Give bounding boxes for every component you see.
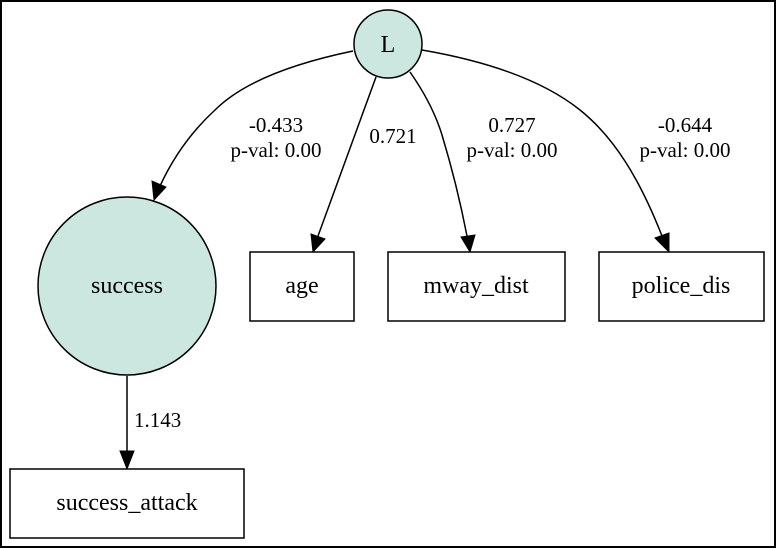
edge-l-age: 0.721 (310, 76, 417, 254)
edge-pval-label: p-val: 0.00 (640, 138, 731, 162)
edge-coef-label: -0.644 (658, 113, 713, 137)
node-success-attack: success_attack (9, 468, 245, 539)
node-label: success_attack (56, 490, 197, 516)
observed-box (387, 251, 566, 322)
node-age: age (249, 251, 355, 322)
edge-coef-label: 0.727 (488, 113, 535, 137)
node-police-dis: police_dis (598, 251, 765, 322)
node-mway-dist: mway_dist (387, 251, 566, 322)
node-label: police_dis (632, 273, 731, 299)
node-success: success (37, 196, 217, 376)
edge-success-success-attack: 1.143 (119, 376, 181, 471)
arrowhead (460, 234, 476, 254)
arrowhead (151, 180, 167, 202)
node-label: age (285, 273, 318, 299)
observed-box (249, 251, 355, 322)
arrowhead (310, 233, 326, 254)
edge-l-mway-dist: 0.727 p-val: 0.00 (409, 71, 558, 254)
latent-circle (37, 196, 217, 376)
edge-pval-label: p-val: 0.00 (467, 138, 558, 162)
edge-coef-label: 1.143 (134, 408, 181, 432)
arrowhead (654, 232, 670, 254)
observed-box (9, 468, 245, 539)
edge-coef-label: -0.433 (249, 113, 303, 137)
node-label: mway_dist (423, 273, 529, 299)
edge-pval-label: p-val: 0.00 (231, 138, 322, 162)
edge-l-success: -0.433 p-val: 0.00 (151, 50, 354, 202)
node-label: success (91, 273, 163, 299)
node-label: L (381, 32, 396, 58)
observed-box (598, 251, 765, 322)
edge-coef-label: 0.721 (369, 124, 416, 148)
node-l: L (353, 9, 423, 79)
latent-circle (353, 9, 423, 79)
edge-l-police-dis: -0.644 p-val: 0.00 (421, 49, 731, 254)
arrowhead (119, 450, 135, 471)
